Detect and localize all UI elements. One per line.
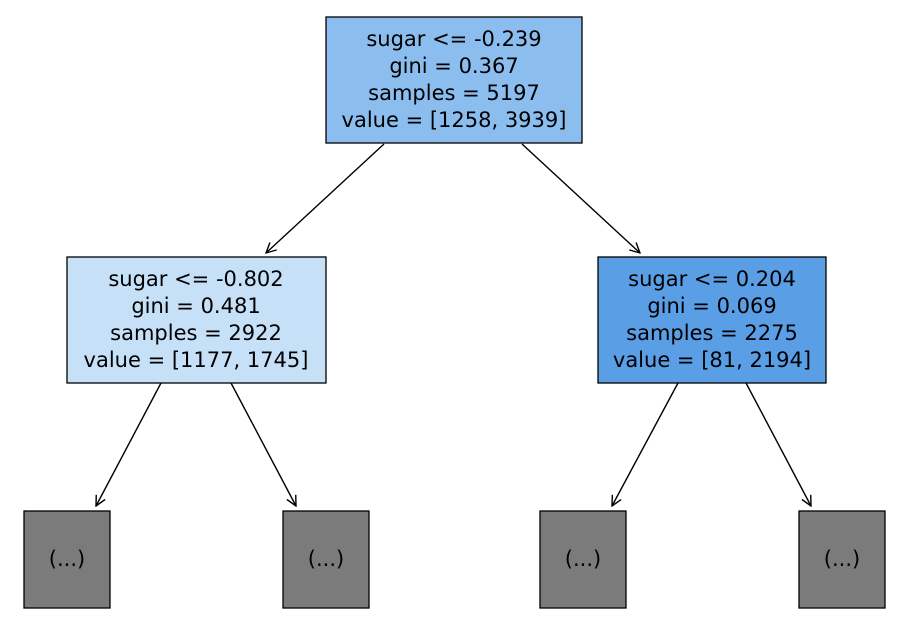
truncated-leaf-3: (...) <box>539 510 627 609</box>
truncated-leaf-box <box>282 510 370 609</box>
truncated-leaf-4: (...) <box>798 510 886 609</box>
truncated-leaf-label: (...) <box>49 547 85 571</box>
right-node-value: value = [81, 2194] <box>613 348 811 372</box>
truncated-leaf-label: (...) <box>565 547 601 571</box>
root-node-split: sugar <= -0.239 <box>366 27 541 51</box>
edge-right-leaf-2 <box>745 382 811 506</box>
right-node: sugar <= 0.204 gini = 0.069 samples = 22… <box>597 256 827 384</box>
left-node-box <box>66 256 327 384</box>
truncated-leaf-box <box>23 510 111 609</box>
right-node-samples: samples = 2275 <box>626 321 798 345</box>
edge-left-leaf-2 <box>230 382 296 506</box>
edge-root-left <box>266 143 385 253</box>
root-node: sugar <= -0.239 gini = 0.367 samples = 5… <box>325 16 583 144</box>
root-node-samples: samples = 5197 <box>368 81 540 105</box>
right-node-split: sugar <= 0.204 <box>628 267 796 291</box>
root-node-gini: gini = 0.367 <box>389 54 518 78</box>
truncated-leaf-label: (...) <box>308 547 344 571</box>
edge-right-leaf-1 <box>612 382 679 506</box>
root-node-value: value = [1258, 3939] <box>342 108 567 132</box>
edge-left-leaf-1 <box>96 382 162 506</box>
edge-root-right <box>521 143 640 253</box>
root-node-box <box>325 16 583 144</box>
truncated-leaf-1: (...) <box>23 510 111 609</box>
right-node-gini: gini = 0.069 <box>647 294 776 318</box>
truncated-leaf-box <box>798 510 886 609</box>
tree-edges <box>96 143 811 506</box>
truncated-leaf-label: (...) <box>824 547 860 571</box>
truncated-leaf-box <box>539 510 627 609</box>
left-node: sugar <= -0.802 gini = 0.481 samples = 2… <box>66 256 327 384</box>
truncated-leaf-2: (...) <box>282 510 370 609</box>
left-node-gini: gini = 0.481 <box>131 294 260 318</box>
left-node-value: value = [1177, 1745] <box>84 348 309 372</box>
left-node-split: sugar <= -0.802 <box>108 267 283 291</box>
left-node-samples: samples = 2922 <box>110 321 282 345</box>
right-node-box <box>597 256 827 384</box>
